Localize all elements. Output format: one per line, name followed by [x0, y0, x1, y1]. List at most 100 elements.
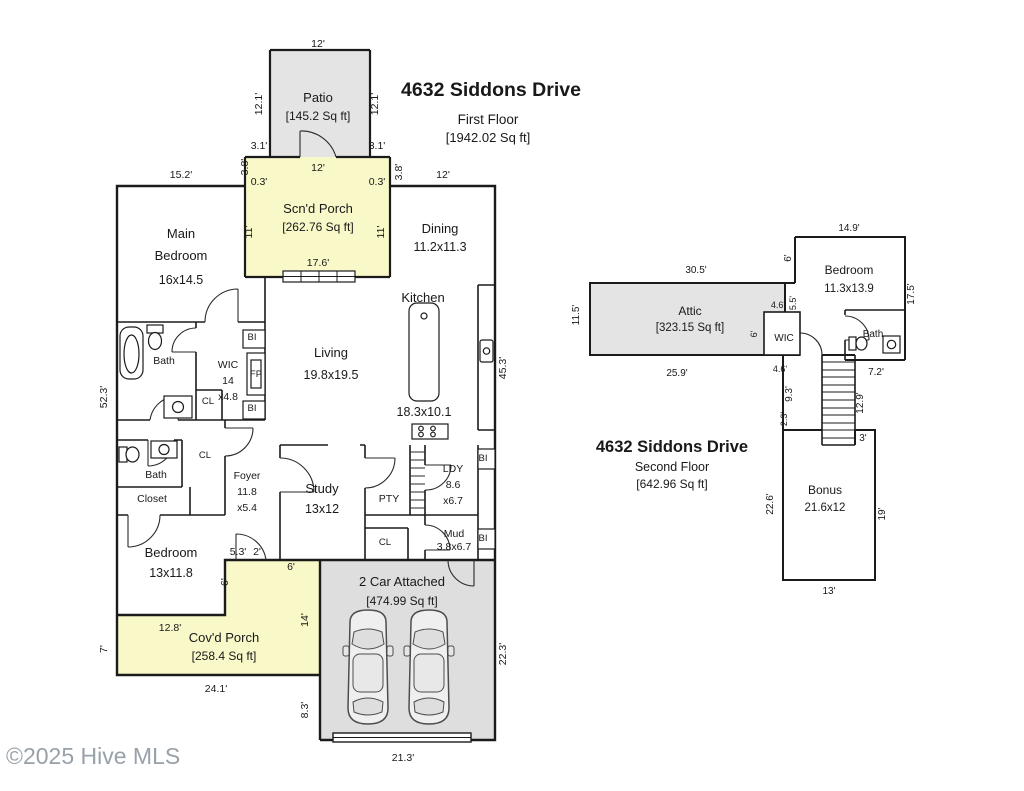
ff-porch-dim-left-label: 11' [243, 226, 255, 239]
interior-walls [117, 277, 495, 560]
ff-bi-1-label: BI [248, 332, 257, 343]
door-swing-icon [224, 427, 254, 457]
ff-patio-sqft-label: [145.2 Sq ft] [286, 109, 351, 123]
sf-dim-6-wic-label: 6' [749, 330, 759, 337]
ff-mud-line2-label: 3.8x6.7 [437, 541, 472, 553]
fireplace-icon [246, 352, 266, 396]
kitchen-sink-icon [479, 339, 494, 363]
ff-porch-dim-bottom-label: 17.6' [307, 257, 329, 269]
ff-ldy-dim2-label: x6.7 [443, 495, 463, 507]
ff-study-name-label: Study [305, 481, 339, 496]
ff-mud-line1-label: Mud [444, 528, 465, 540]
wic-room [763, 311, 801, 356]
stairs-icon [410, 451, 425, 509]
ff-fp-label: FP [250, 369, 262, 380]
sink-icon [150, 440, 178, 459]
door-swing-icon [127, 514, 161, 548]
ff-dim-14-label: 14' [299, 613, 311, 627]
ff-main-bedroom-line1-label: Main [167, 226, 195, 241]
ff-covd-porch-name-label: Cov'd Porch [189, 630, 259, 645]
sf-dim-11-5-label: 11.5' [571, 305, 582, 326]
sf-bath-label: Bath [863, 329, 884, 340]
watermark-label: ©2025 Hive MLS [6, 743, 180, 769]
ff-wic-dim2-label: x4.8 [218, 391, 238, 403]
ff-dim-0-3-right-label: 0.3' [369, 176, 386, 188]
ff-dim-6-top-label: 6' [287, 561, 295, 573]
ff-dim-12-8-label: 12.8' [159, 622, 181, 634]
ff-bi-4-label: BI [479, 533, 488, 544]
sink-icon [882, 335, 901, 354]
sf-dim-7-2-label: 7.2' [868, 367, 884, 378]
ff-bedroom2-dims-label: 13x11.8 [149, 566, 193, 580]
sf-dim-17-5-label: 17.5' [906, 283, 917, 304]
sf-dim-4-6-a-label: 4.6' [771, 300, 786, 310]
door-swing-icon [364, 457, 396, 489]
titles-second-line2-label: Second Floor [635, 460, 709, 474]
ff-cl-1-label: CL [202, 396, 214, 407]
titles-first-line2-label: First Floor [458, 112, 519, 127]
window-icon [282, 270, 356, 283]
bath-walls [844, 309, 905, 360]
ff-bi-3-label: BI [479, 453, 488, 464]
garage-door-icon [332, 732, 472, 743]
bathtub-icon [119, 326, 144, 380]
door-swing-icon [204, 288, 239, 323]
ff-dim-22-3-label: 22.3' [497, 643, 509, 665]
car-icon [403, 609, 455, 725]
ff-main-bedroom-dims-label: 16x14.5 [159, 273, 204, 287]
ff-garage-sqft-label: [474.99 Sq ft] [366, 594, 437, 608]
ff-dining-name-label: Dining [422, 221, 459, 236]
ff-porch-dim-top-label: 12' [311, 162, 325, 174]
titles-second-line1-label: 4632 Siddons Drive [596, 438, 748, 456]
door-swing-icon [171, 327, 197, 353]
ff-dim-3-8-left-label: 3.8' [239, 159, 251, 176]
kitchen-island-icon [408, 302, 440, 402]
ff-living-name-label: Living [314, 345, 348, 360]
sf-attic-name-label: Attic [678, 304, 701, 318]
sf-dim-14-9-label: 14.9' [838, 223, 859, 234]
built-in-icon [242, 329, 266, 349]
sf-dim-3-label: 3' [859, 433, 867, 444]
titles-first-line3-label: [1942.02 Sq ft] [446, 130, 531, 145]
door-swing-icon [299, 130, 337, 158]
ff-kitchen-dims-label: 18.3x10.1 [397, 405, 452, 419]
sf-dim-12-9-label: 12.9' [855, 392, 866, 413]
sf-bonus-name-label: Bonus [808, 483, 842, 497]
ff-wic-dim1-label: 14 [222, 375, 234, 387]
sf-bedroom-name-label: Bedroom [825, 263, 874, 277]
ff-patio-dim-top-label: 12' [311, 38, 325, 50]
toilet-icon [118, 446, 140, 463]
ff-porch-name-label: Scn'd Porch [283, 201, 353, 216]
ff-porch-sqft-label: [262.76 Sq ft] [282, 220, 353, 234]
patio-area [270, 50, 370, 157]
ff-patio-dim-right-label: 12.1' [369, 93, 381, 115]
ff-study-dims-label: 13x12 [305, 502, 339, 516]
stove-icon [411, 423, 449, 440]
ff-cl-2-label: CL [199, 450, 211, 461]
stairs-icon [821, 355, 856, 446]
ff-living-dims-label: 19.8x19.5 [304, 368, 359, 382]
ff-main-bedroom-line2-label: Bedroom [155, 248, 208, 263]
door-swing-icon [799, 332, 823, 356]
sf-wic-label: WIC [774, 333, 793, 344]
sf-dim-22-6-label: 22.6' [765, 493, 776, 514]
ff-patio-name-label: Patio [303, 90, 333, 105]
ff-bi-2-label: BI [248, 403, 257, 414]
ff-dim-24-1-label: 24.1' [205, 683, 227, 695]
sf-dim-6-top-label: 6' [783, 254, 794, 262]
built-in-icon [242, 400, 266, 420]
ff-bath2-name-label: Bath [145, 469, 167, 481]
toilet-icon [146, 324, 164, 351]
ff-pty-label: PTY [379, 493, 399, 505]
sf-dim-13-label: 13' [822, 586, 835, 597]
sf-dim-2-3-label: 2.3' [779, 412, 789, 427]
sf-attic-sqft-label: [323.15 Sq ft] [656, 322, 724, 334]
toilet-icon [848, 336, 868, 351]
ff-closet-name-label: Closet [137, 493, 167, 505]
screened-porch-walls [243, 155, 392, 279]
fixtures-second-floor [848, 335, 901, 354]
ff-dim-12-dining-label: 12' [436, 169, 450, 181]
ff-foyer-dim2-label: x5.4 [237, 502, 257, 514]
ff-covd-porch-sqft-label: [258.4 Sq ft] [192, 649, 257, 663]
patio-walls [268, 48, 372, 157]
